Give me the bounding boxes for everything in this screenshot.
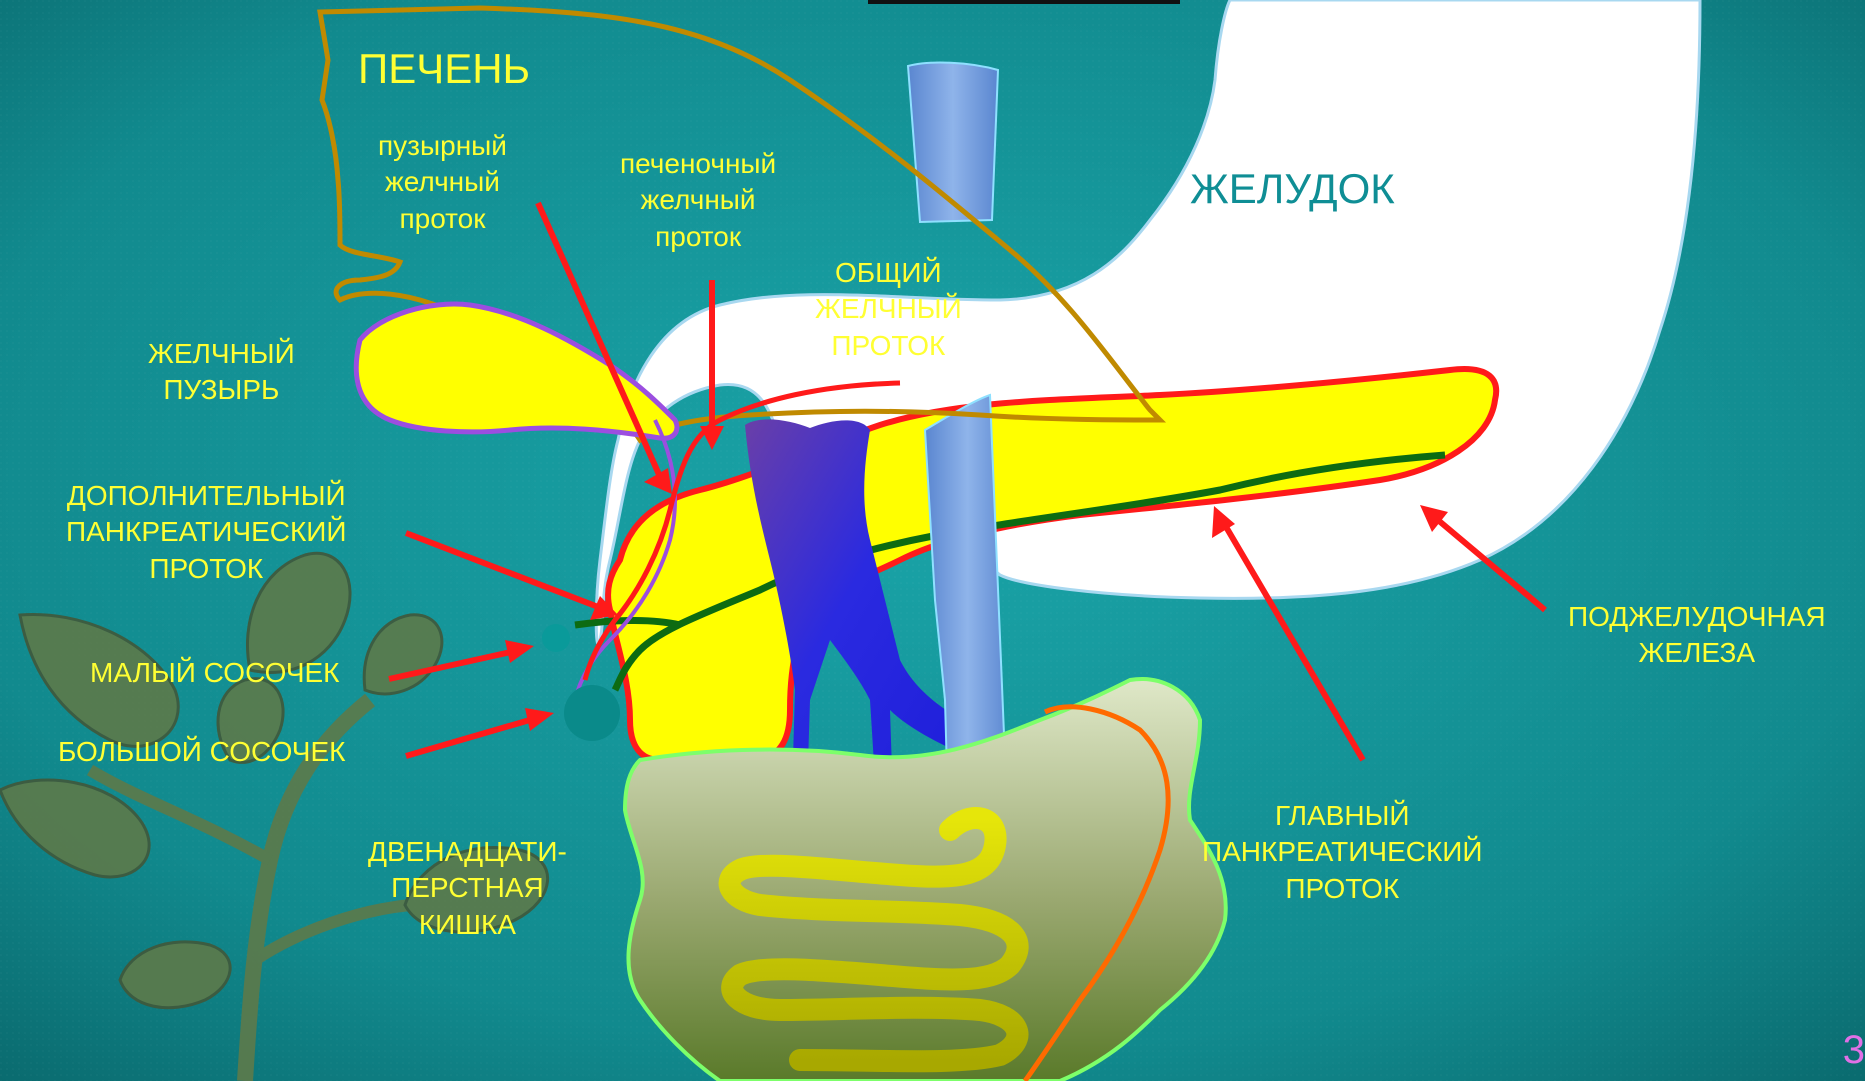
label-cystic-duct: пузырный желчный проток xyxy=(378,128,507,237)
title-bar xyxy=(868,0,1180,4)
label-accessory-duct-line1: ДОПОЛНИТЕЛЬНЫЙ xyxy=(66,478,347,514)
label-pancreas-line1: ПОДЖЕЛУДОЧНАЯ xyxy=(1568,599,1826,635)
label-gallbladder-line2: ПУЗЫРЬ xyxy=(148,372,295,408)
label-hepatic-duct-line1: печеночный xyxy=(620,146,776,182)
label-hepatic-duct-line2: желчный xyxy=(620,182,776,218)
label-duodenum-line3: КИШКА xyxy=(368,907,567,943)
minor-papilla xyxy=(542,624,570,652)
label-duodenum-line2: ПЕРСТНАЯ xyxy=(368,870,567,906)
label-accessory-duct-line2: ПАНКРЕАТИЧЕСКИЙ xyxy=(66,514,347,550)
label-common-bile-duct-line3: ПРОТОК xyxy=(815,328,962,364)
label-duodenum: ДВЕНАДЦАТИ- ПЕРСТНАЯ КИШКА xyxy=(368,834,567,943)
label-common-bile-duct: ОБЩИЙ ЖЕЛЧНЫЙ ПРОТОК xyxy=(815,255,962,364)
label-gallbladder: ЖЕЛЧНЫЙ ПУЗЫРЬ xyxy=(148,336,295,409)
aorta-vessel xyxy=(908,63,998,222)
label-common-bile-duct-line2: ЖЕЛЧНЫЙ xyxy=(815,291,962,327)
label-duodenum-line1: ДВЕНАДЦАТИ- xyxy=(368,834,567,870)
label-pancreas-line2: ЖЕЛЕЗА xyxy=(1568,635,1826,671)
label-major-papilla: БОЛЬШОЙ СОСОЧЕК xyxy=(58,734,345,770)
label-cystic-duct-line3: проток xyxy=(378,201,507,237)
label-stomach: ЖЕЛУДОК xyxy=(1190,162,1395,217)
label-gallbladder-line1: ЖЕЛЧНЫЙ xyxy=(148,336,295,372)
label-hepatic-duct: печеночный желчный проток xyxy=(620,146,776,255)
label-cystic-duct-line2: желчный xyxy=(378,164,507,200)
major-papilla xyxy=(564,685,620,741)
label-main-duct-line1: ГЛАВНЫЙ xyxy=(1202,798,1483,834)
label-accessory-duct-line3: ПРОТОК xyxy=(66,551,347,587)
label-liver: ПЕЧЕНЬ xyxy=(358,42,530,97)
label-main-duct-line3: ПРОТОК xyxy=(1202,871,1483,907)
label-minor-papilla: МАЛЫЙ СОСОЧЕК xyxy=(90,655,339,691)
label-main-duct-line2: ПАНКРЕАТИЧЕСКИЙ xyxy=(1202,834,1483,870)
label-main-duct: ГЛАВНЫЙ ПАНКРЕАТИЧЕСКИЙ ПРОТОК xyxy=(1202,798,1483,907)
label-cystic-duct-line1: пузырный xyxy=(378,128,507,164)
label-accessory-duct: ДОПОЛНИТЕЛЬНЫЙ ПАНКРЕАТИЧЕСКИЙ ПРОТОК xyxy=(66,478,347,587)
label-hepatic-duct-line3: проток xyxy=(620,219,776,255)
label-common-bile-duct-line1: ОБЩИЙ xyxy=(815,255,962,291)
page-number: 3 xyxy=(1843,1028,1865,1073)
label-pancreas: ПОДЖЕЛУДОЧНАЯ ЖЕЛЕЗА xyxy=(1568,599,1826,672)
